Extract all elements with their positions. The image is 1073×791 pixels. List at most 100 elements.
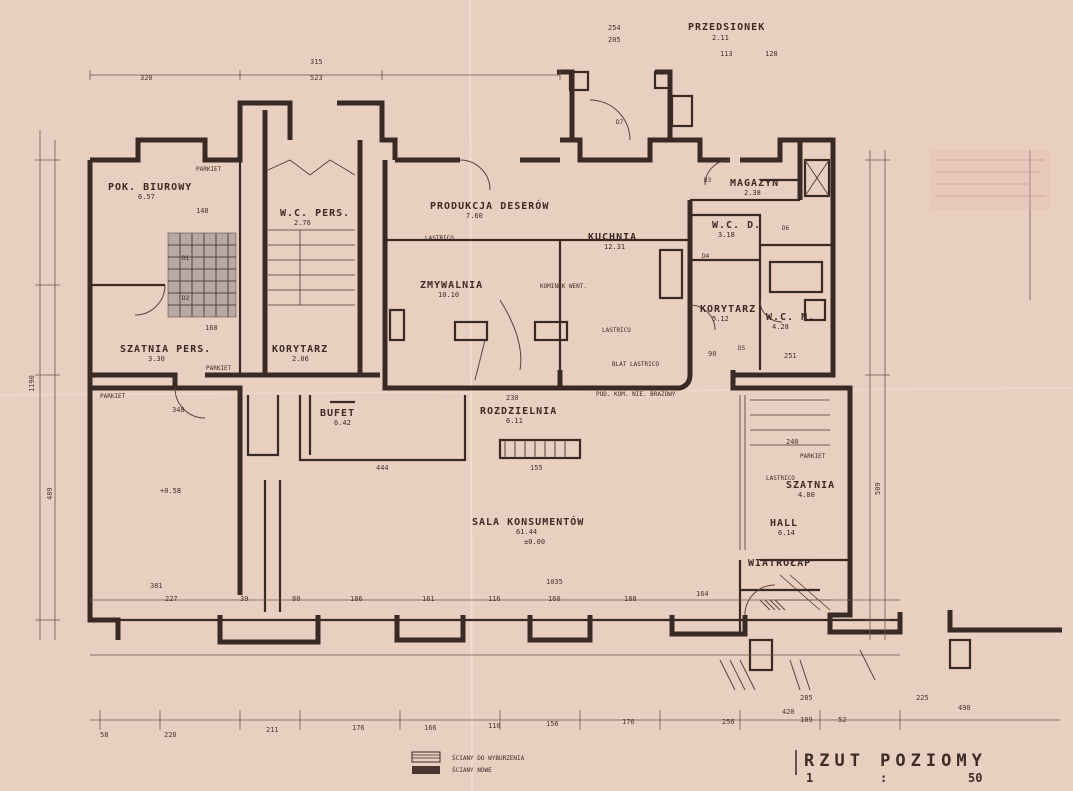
dim-value: 220 [164, 731, 177, 739]
hatched-walls [719, 599, 876, 691]
scale-denominator: 50 [968, 771, 982, 785]
dim-value: 225 [916, 694, 929, 702]
drawing-title: RZUT POZIOMY [804, 751, 987, 771]
counter-note: POD. KOM. NIE. BRAZOWY [596, 391, 676, 398]
room-name-szatnia-pers: SZATNIA PERS. [120, 344, 211, 355]
dim-value: 161 [422, 595, 435, 603]
dim-value: 489 [46, 487, 54, 500]
dim-value: 109 [800, 716, 813, 724]
dim-value: 39 [240, 595, 248, 603]
dim-value: 52 [838, 716, 846, 724]
dim-value: 1035 [546, 578, 563, 586]
room-area-magazyn: 2.38 [744, 189, 761, 197]
dim-value: 58 [100, 731, 108, 739]
door-tag: D2 [182, 295, 190, 302]
dim-value: 205 [608, 36, 621, 44]
legend-demolish-label: ŚCIANY DO WYBURZENIA [452, 755, 525, 762]
legend-new-label: ŚCIANY NOWE [452, 767, 492, 774]
dim-value: 176 [622, 718, 635, 726]
tiled-floor [167, 232, 237, 318]
scale-numerator: 1 [806, 771, 813, 785]
dim-value: 444 [376, 464, 389, 472]
dim-value: 523 [310, 74, 323, 82]
dim-value: 285 [800, 694, 813, 702]
room-name-korytarz-right: KORYTARZ [700, 304, 756, 315]
room-area-sala: 61.44 [516, 528, 537, 536]
room-area-korytarz-left: 2.06 [292, 355, 309, 363]
dim-value: 160 [548, 595, 561, 603]
dim-value: 348 [172, 406, 185, 414]
dimension-lines [35, 70, 1060, 730]
room-area-przedsionek: 2.11 [712, 34, 729, 42]
room-area-produkcja: 7.60 [466, 212, 483, 220]
room-name-zmywalnia: ZMYWALNIA [420, 280, 483, 291]
dim-value: 110 [488, 722, 501, 730]
door-tag: D7 [616, 119, 624, 126]
annotations: PARKIET PARKIET PARKIET PARKIET LASTRICO… [100, 119, 826, 482]
dim-value: 128 [765, 50, 778, 58]
dim-value: 211 [266, 726, 279, 734]
room-name-bufet: BUFET [320, 408, 355, 419]
floor-label: PARKIET [800, 453, 826, 460]
room-labels: PRZEDSIONEK 2.11 POK. BIUROWY 6.57 W.C. … [108, 22, 835, 569]
legend-swatch-demolish [411, 751, 441, 763]
room-name-wc-m: W.C. M. [766, 312, 815, 323]
dim-value: 113 [720, 50, 733, 58]
door-tag: D5 [738, 345, 746, 352]
kitchen-fixtures [388, 70, 972, 672]
dim-value: 168 [205, 324, 218, 332]
room-area-wc-d: 3.18 [718, 231, 735, 239]
floor-label: PARKIET [196, 166, 222, 173]
room-name-korytarz-left: KORYTARZ [272, 344, 328, 355]
title-block: RZUT POZIOMY 1 : 50 [795, 750, 987, 785]
room-area-szatnia: 4.80 [798, 491, 815, 499]
room-name-hall: HALL [770, 518, 798, 529]
level-left: +0.58 [160, 487, 181, 495]
door-tag: D6 [782, 225, 790, 232]
room-area-rozdzielnia: 6.11 [506, 417, 523, 425]
dim-value: 256 [722, 718, 735, 726]
room-area-pok-biurowy: 6.57 [138, 193, 155, 201]
room-name-wc-d: W.C. D. [712, 220, 761, 231]
room-area-hall: 6.14 [778, 529, 795, 537]
dim-value: 90 [708, 350, 716, 358]
stamp [930, 150, 1050, 210]
dim-value: 156 [546, 720, 559, 728]
dim-value: 315 [310, 58, 323, 66]
dim-value: 188 [624, 595, 637, 603]
door-swings [134, 99, 783, 616]
room-name-pok-biurowy: POK. BIUROWY [108, 182, 192, 193]
room-name-szatnia: SZATNIA [786, 480, 835, 491]
floor-label: PARKIET [100, 393, 126, 400]
paper-fold [469, 0, 473, 791]
dim-value: 490 [958, 704, 971, 712]
door-tag: D3 [704, 177, 712, 184]
dim-value: 155 [530, 464, 543, 472]
room-name-sala: SALA KONSUMENTÓW [472, 515, 584, 528]
dim-value: 1190 [28, 375, 36, 392]
vent-label: KOMINEK WENT. [540, 283, 587, 290]
legend-swatch-new [412, 766, 440, 774]
dim-value: 509 [874, 482, 882, 495]
legend: ŚCIANY DO WYBURZENIA ŚCIANY NOWE [411, 751, 525, 774]
floor-label: LASTRICO [425, 235, 454, 242]
room-area-wc-pers: 2.76 [294, 219, 311, 227]
dimension-texts: 320 315 523 254 205 113 128 148 168 348 … [28, 24, 971, 739]
dim-value: 420 [782, 708, 795, 716]
door-tag: D1 [182, 255, 190, 262]
room-area-wc-m: 4.28 [772, 323, 789, 331]
dim-value: 148 [196, 207, 209, 215]
room-name-magazyn: MAGAZYN [730, 178, 779, 189]
dim-value: 166 [424, 724, 437, 732]
room-name-rozdzielnia: ROZDZIELNIA [480, 406, 557, 417]
floor-label: LASTRICO [602, 327, 631, 334]
dim-value: 176 [352, 724, 365, 732]
room-name-kuchnia: KUCHNIA [588, 232, 637, 243]
room-area-bufet: 6.42 [334, 419, 351, 427]
dim-value: 186 [350, 595, 363, 603]
floor-label: PARKIET [206, 365, 232, 372]
scale-separator: : [880, 771, 887, 785]
room-area-korytarz-right: 5.12 [712, 315, 729, 323]
